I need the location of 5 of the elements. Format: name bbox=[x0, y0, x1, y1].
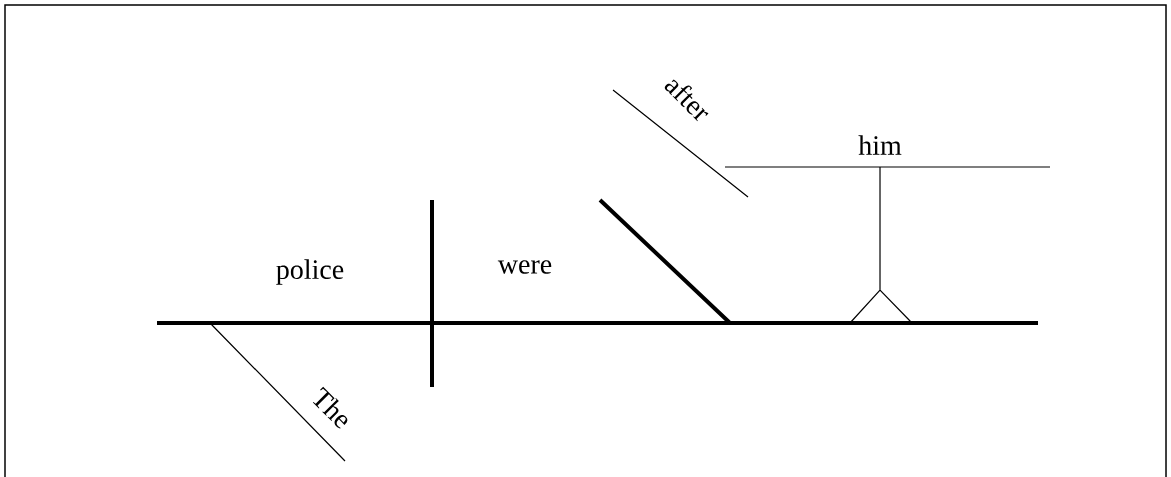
word-label: The bbox=[312, 386, 348, 429]
word-label: after bbox=[664, 79, 709, 122]
word-label: him bbox=[858, 135, 902, 155]
word-label: were bbox=[497, 260, 552, 274]
word-label: police bbox=[276, 259, 344, 285]
